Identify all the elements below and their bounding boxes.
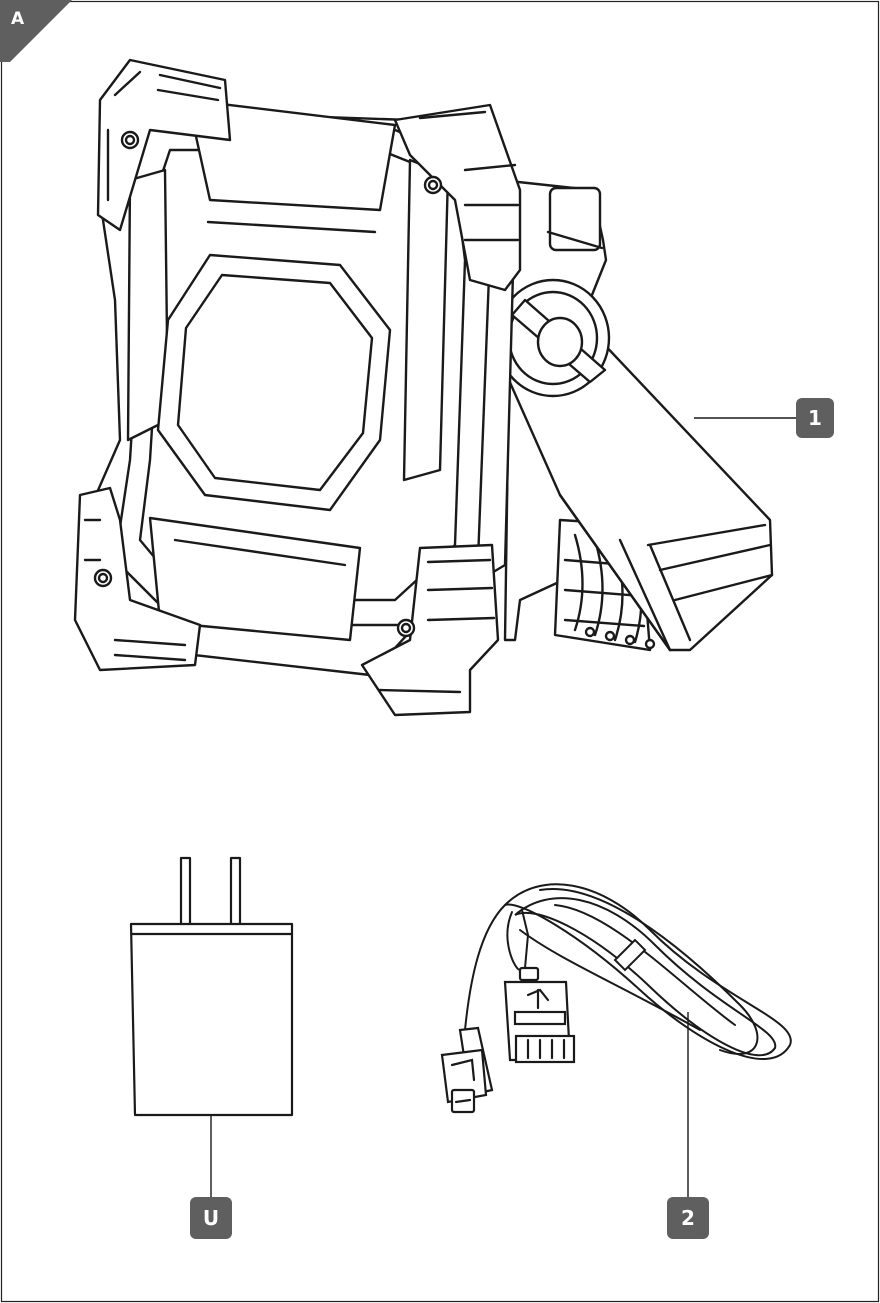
micro-usb-plug [442, 1028, 492, 1112]
usb-power-adapter [131, 858, 292, 1115]
adapter-body [131, 924, 292, 1115]
callout-cable: 2 [667, 1012, 709, 1239]
usb-cable [442, 884, 791, 1112]
work-light-illustration [75, 60, 772, 715]
callout-label-clamp: 1 [808, 406, 822, 430]
pivot-knob [497, 280, 609, 396]
adapter-prong-right [231, 858, 240, 926]
adapter-prong-left [181, 858, 190, 926]
usb-a-plug [505, 968, 574, 1062]
callout-label-adapter: U [203, 1206, 219, 1230]
section-tag: A [0, 0, 72, 62]
callout-adapter: U [190, 1115, 232, 1239]
lens [158, 255, 390, 510]
callout-clamp: 1 [694, 398, 834, 438]
callout-label-cable: 2 [681, 1206, 695, 1230]
section-letter: A [11, 9, 25, 29]
